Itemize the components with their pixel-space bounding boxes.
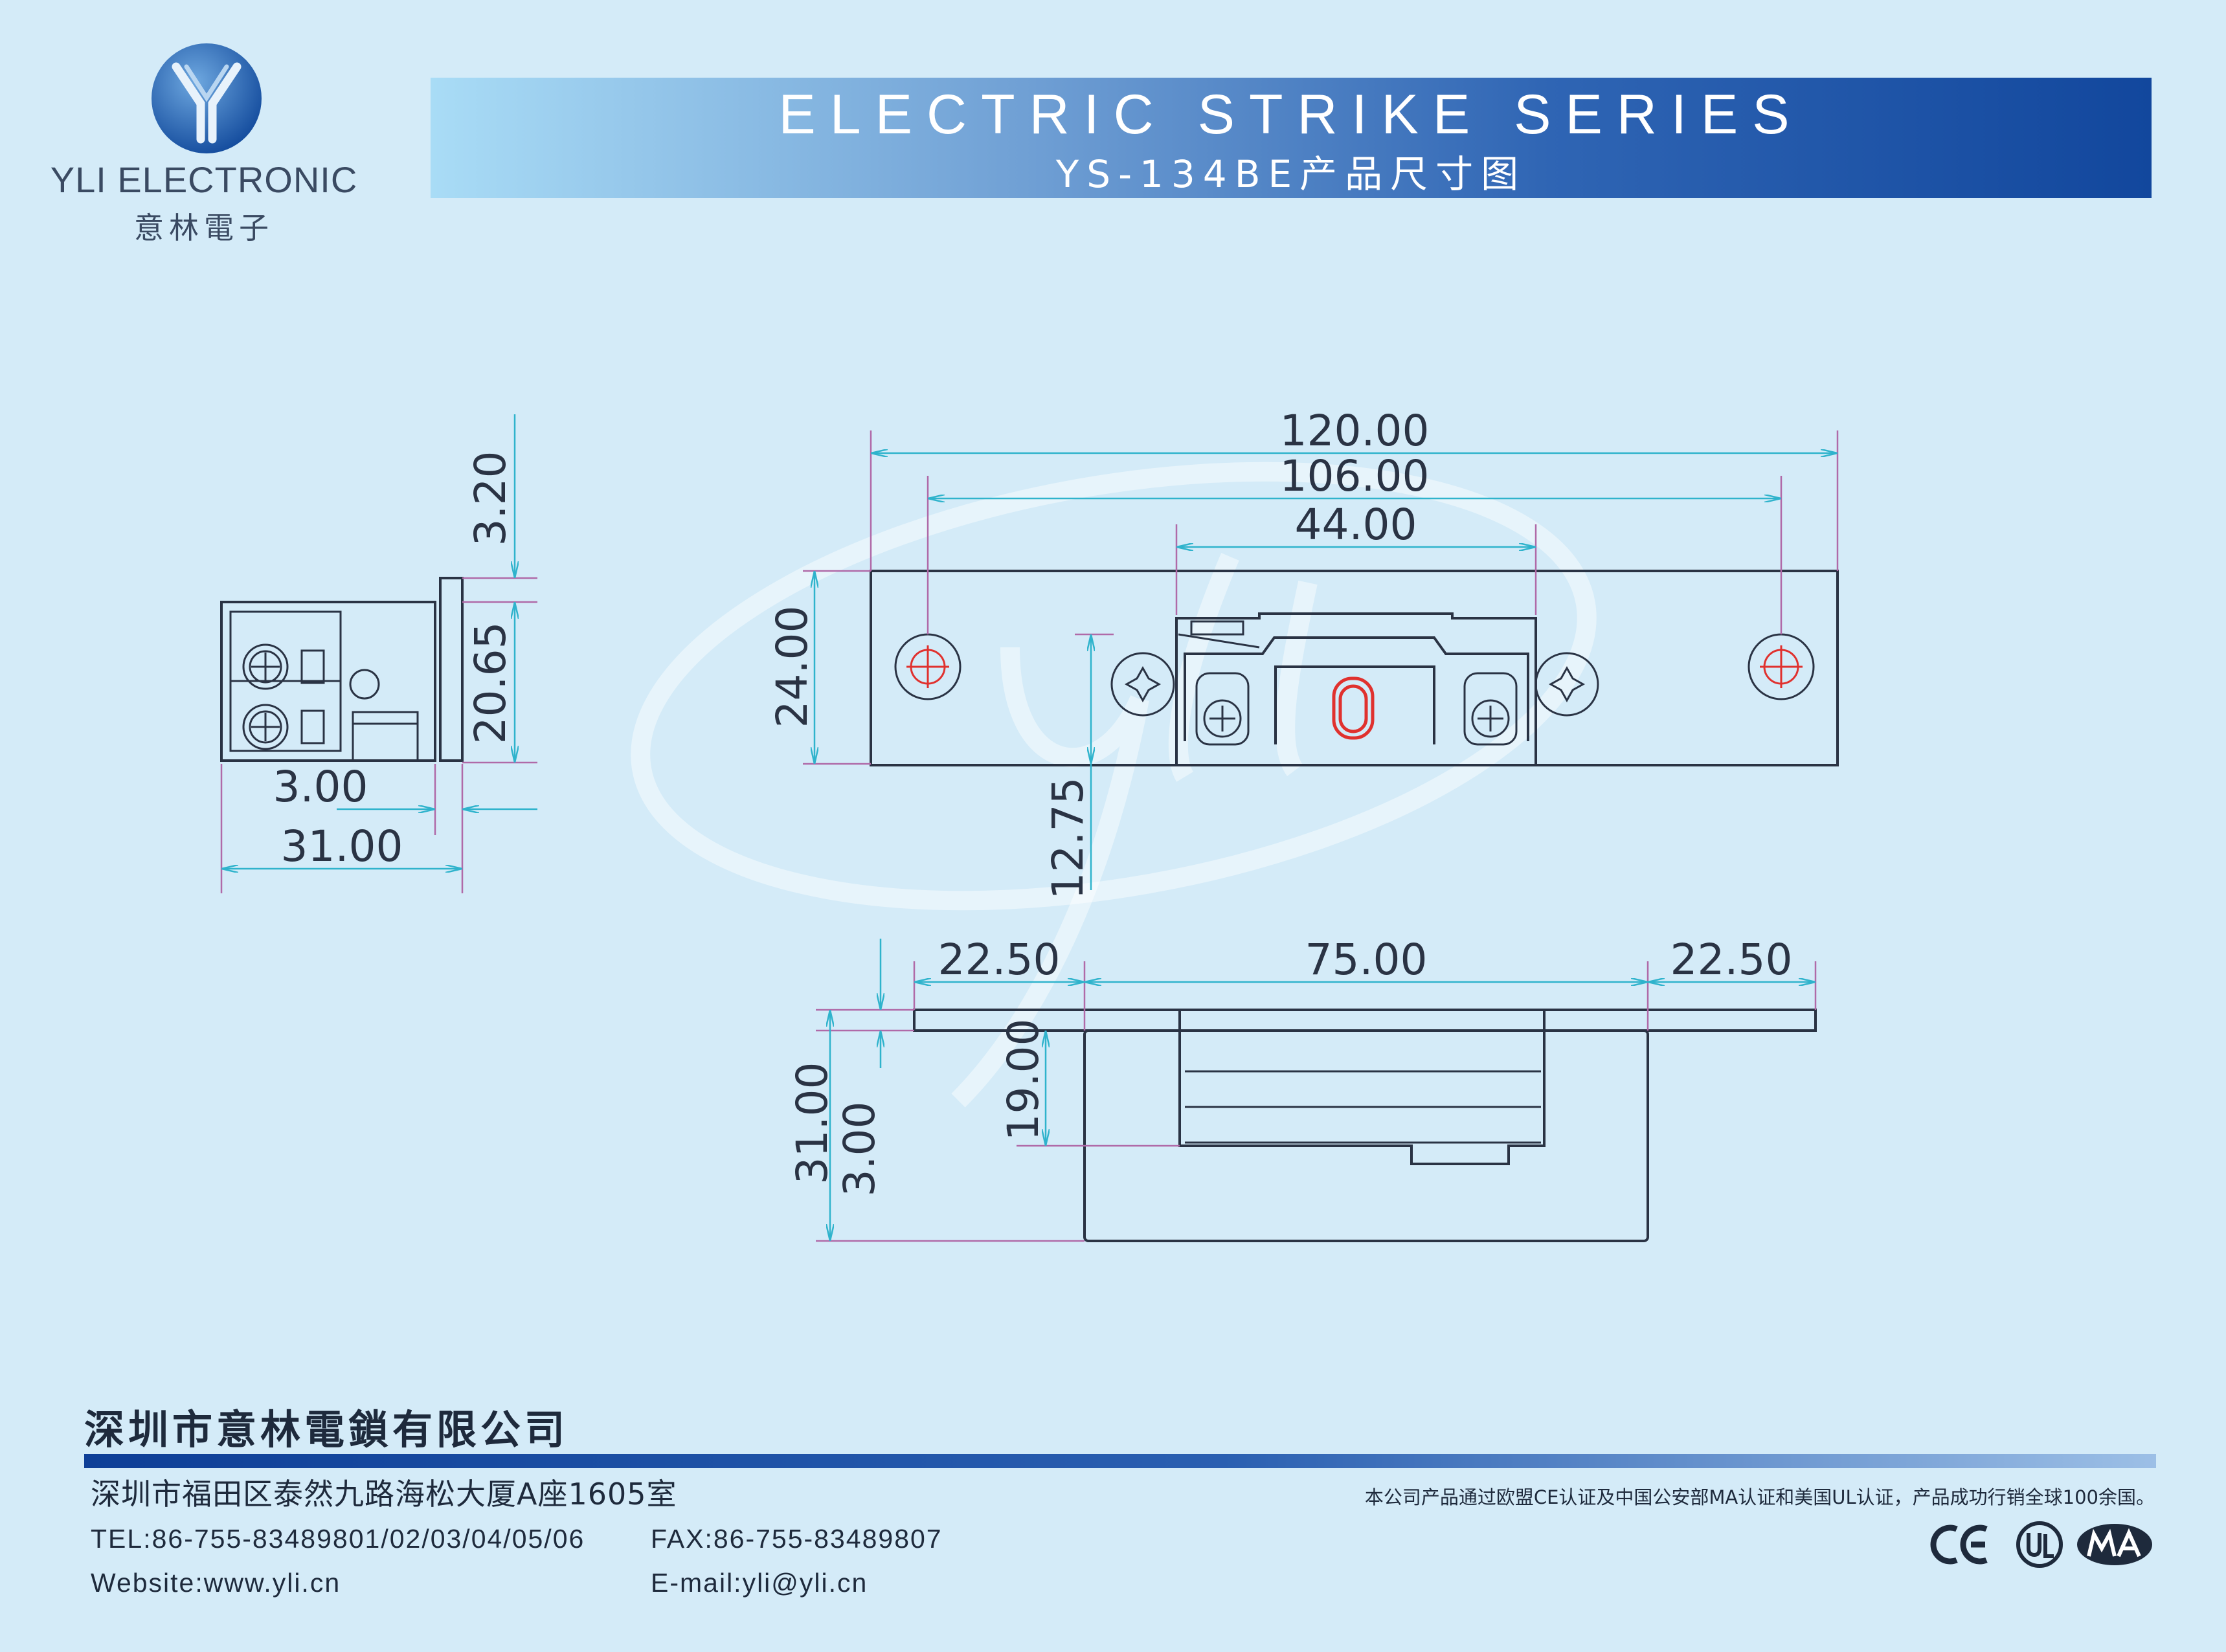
- dim-hole-spacing: 106.00: [1280, 451, 1430, 501]
- dim-side-top: 3.20: [466, 451, 515, 546]
- dim-plate-height: 24.00: [767, 606, 817, 728]
- latch-indicator: [1332, 676, 1375, 740]
- dim-body-depth: 19.00: [998, 1019, 1048, 1141]
- mounting-hole-right: [1748, 633, 1815, 700]
- telephone: TEL:86-755-83489801/02/03/04/05/06: [91, 1524, 585, 1554]
- watermark: [631, 462, 1597, 1108]
- website-link[interactable]: Website:www.yli.cn: [91, 1568, 341, 1598]
- certification-marks: [1930, 1521, 2152, 1568]
- company-name: 深圳市意林電鎖有限公司: [84, 1406, 569, 1453]
- banner-title: ELECTRIC STRIKE SERIES: [778, 84, 1804, 146]
- terminal-screw-icon: [242, 643, 325, 750]
- faceplate: [870, 570, 1839, 766]
- footer-divider: [84, 1454, 2156, 1468]
- dim-keeper-depth: 12.75: [1043, 777, 1093, 900]
- dim-side-offset: 3.00: [273, 762, 368, 812]
- dim-mechanism-width: 44.00: [1295, 500, 1417, 550]
- torx-screw-icon: [1110, 652, 1599, 717]
- dim-overall-length: 120.00: [1280, 406, 1430, 456]
- yli-logo: [152, 43, 262, 153]
- ul-mark-icon: [2016, 1521, 2063, 1568]
- company-address: 深圳市福田区泰然九路海松大厦A座1605室: [91, 1477, 677, 1512]
- dim-plate-thickness: 3.00: [835, 1102, 884, 1197]
- dim-body-length: 75.00: [1305, 935, 1428, 985]
- dim-flange-right: 22.50: [1670, 935, 1793, 985]
- fax: FAX:86-755-83489807: [651, 1524, 943, 1554]
- ce-mark-icon: [1930, 1524, 1988, 1565]
- brand-name: YLI ELECTRONIC: [50, 159, 358, 200]
- dim-bottom-total: 31.00: [787, 1062, 837, 1185]
- banner-subtitle: YS-134BE产品尺寸图: [1055, 152, 1527, 196]
- side-view: [220, 577, 464, 762]
- dim-side-body: 20.65: [466, 622, 515, 744]
- brand-name-cn: 意林電子: [134, 210, 274, 245]
- certification-note: 本公司产品通过欧盟CE认证及中国公安部MA认证和美国UL认证，产品成功行销全球1…: [1364, 1486, 2155, 1508]
- bottom-view: [913, 1009, 1817, 1242]
- mounting-hole-left: [894, 633, 961, 700]
- adjust-screw-icon: [1195, 672, 1518, 746]
- email-link[interactable]: E-mail:yli@yli.cn: [651, 1568, 868, 1598]
- dim-flange-left: 22.50: [938, 935, 1061, 985]
- dim-side-width: 31.00: [281, 821, 403, 871]
- title-banner: ELECTRIC STRIKE SERIES YS-134BE产品尺寸图: [431, 78, 2152, 198]
- ma-mark-icon: [2077, 1524, 2152, 1565]
